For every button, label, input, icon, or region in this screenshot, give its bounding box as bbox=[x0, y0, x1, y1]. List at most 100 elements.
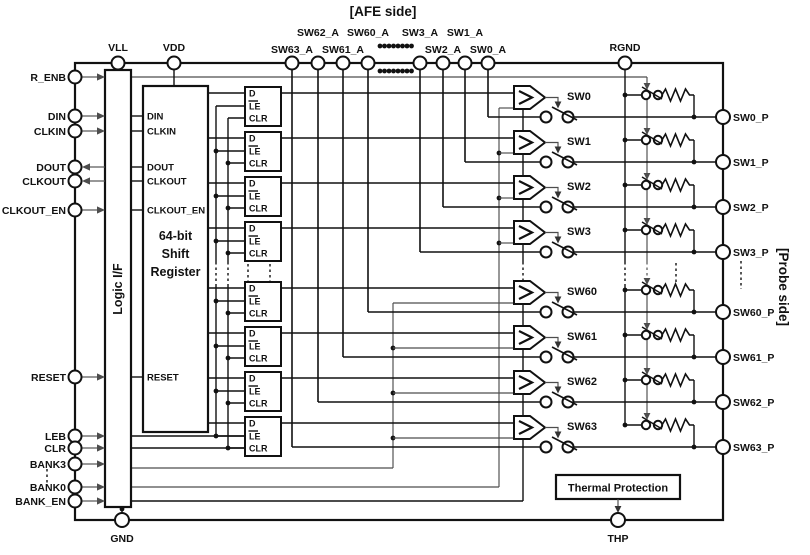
latch-port-le: LE bbox=[249, 297, 261, 307]
junction-dot bbox=[691, 444, 697, 450]
afe-pin-label: SW1_A bbox=[447, 27, 484, 39]
in-arrow bbox=[97, 497, 105, 505]
switch-name-label: SW3 bbox=[567, 226, 591, 238]
pin-sw61_a bbox=[335, 55, 351, 71]
driver-icon bbox=[513, 175, 547, 200]
switch-actuate-arrow bbox=[554, 101, 562, 109]
afe-pin-label: SW62_A bbox=[297, 27, 339, 39]
latch-port-d: D bbox=[249, 179, 256, 189]
driver-icon bbox=[513, 325, 547, 350]
pin-label: BANK0 bbox=[30, 482, 66, 494]
afe-pin-label: SW61_A bbox=[322, 44, 364, 56]
pad-sw61_p bbox=[715, 349, 731, 365]
latch-box bbox=[244, 86, 282, 127]
pad-sw0_p bbox=[715, 109, 731, 125]
pin-din: DIN bbox=[48, 108, 105, 124]
ellipsis-dot bbox=[400, 68, 405, 74]
pin-circle-clkout bbox=[67, 173, 83, 189]
latch-box bbox=[244, 131, 282, 172]
latch-port-le: LE bbox=[249, 237, 261, 247]
afe-pin-label: SW63_A bbox=[271, 44, 313, 56]
bleeder-actuate-arrow bbox=[643, 83, 651, 90]
pad-label: SW1_P bbox=[733, 157, 769, 169]
resistor-icon bbox=[661, 176, 694, 194]
switch-name-label: SW0 bbox=[567, 91, 591, 103]
switch-sw2 bbox=[539, 196, 578, 214]
shift-register-label: Register bbox=[150, 265, 200, 279]
pin-sw0_a bbox=[480, 55, 496, 71]
logic-if-box bbox=[103, 68, 133, 509]
pad-label: SW2_P bbox=[733, 202, 769, 214]
pin-circle-reset bbox=[67, 369, 83, 385]
pin-sw62_a bbox=[310, 55, 326, 71]
driver-chevron-icon bbox=[518, 330, 535, 345]
bleeder-actuate-arrow bbox=[643, 368, 651, 375]
chip-outline bbox=[73, 61, 725, 522]
latch-port-clr: CLR bbox=[249, 249, 268, 259]
junction-dot bbox=[213, 388, 219, 394]
rgnd-label: RGND bbox=[610, 42, 641, 54]
switch-sw60 bbox=[539, 301, 578, 319]
switch-name-label: SW1 bbox=[567, 136, 591, 148]
switch-blade-icon bbox=[551, 106, 578, 121]
junction-dot bbox=[225, 160, 231, 166]
pad-sw62_p bbox=[715, 394, 731, 410]
pin-clkout: CLKOUT bbox=[22, 173, 105, 189]
junction-dot bbox=[213, 343, 219, 349]
switch-contact-icon bbox=[539, 350, 553, 364]
switch-contact-icon bbox=[539, 305, 553, 319]
latch-port-le: LE bbox=[249, 387, 261, 397]
afe-pin-label: SW2_A bbox=[425, 44, 462, 56]
junction-dot bbox=[119, 506, 125, 512]
thp-label: THP bbox=[608, 533, 629, 545]
in-arrow bbox=[97, 444, 105, 452]
pin-circle-r_enb bbox=[67, 69, 83, 85]
vll-label: VLL bbox=[108, 42, 128, 54]
bleeder-actuate-arrow bbox=[643, 218, 651, 225]
pin-sw60_a bbox=[360, 55, 376, 71]
pad-sw2_p bbox=[715, 199, 731, 215]
shift-register-label: 64-bit bbox=[159, 229, 193, 243]
bleeder-actuate-arrow bbox=[643, 278, 651, 285]
pin-label: LEB bbox=[45, 431, 66, 443]
switch-contact-icon bbox=[539, 245, 553, 259]
in-arrow bbox=[97, 460, 105, 468]
switch-actuate-arrow bbox=[554, 386, 562, 394]
driver-chevron-icon bbox=[518, 135, 535, 150]
switch-contact-icon bbox=[539, 200, 553, 214]
junction-dot bbox=[225, 250, 231, 256]
latch-port-le: LE bbox=[249, 192, 261, 202]
driver-sw62 bbox=[513, 370, 562, 395]
junction-dot bbox=[691, 399, 697, 405]
pin-bank_en: BANK_EN bbox=[15, 493, 105, 509]
latch-port-clr: CLR bbox=[249, 399, 268, 409]
latch-port-d: D bbox=[249, 89, 256, 99]
bleeder-actuate-arrow bbox=[643, 323, 651, 330]
switch-sw0 bbox=[539, 106, 578, 124]
latch-port-le: LE bbox=[249, 102, 261, 112]
switch-sw1 bbox=[539, 151, 578, 169]
switch-contact-icon bbox=[539, 110, 553, 124]
ellipsis-dot bbox=[391, 68, 396, 74]
switch-blade-icon bbox=[551, 301, 578, 316]
driver-icon bbox=[513, 415, 547, 440]
switch-sw62 bbox=[539, 391, 578, 409]
pin-circle-clkout_en bbox=[67, 202, 83, 218]
bleeder-sw62 bbox=[622, 368, 697, 405]
pin-label: BANK_EN bbox=[15, 496, 66, 508]
switch-name-label: SW60 bbox=[567, 286, 597, 298]
bleeder-blade-icon bbox=[641, 371, 663, 385]
resistor-icon bbox=[661, 326, 694, 344]
driver-chevron-icon bbox=[518, 90, 535, 105]
ellipsis-dot bbox=[395, 68, 401, 74]
pin-gnd bbox=[114, 512, 130, 528]
driver-sw1 bbox=[513, 130, 562, 155]
